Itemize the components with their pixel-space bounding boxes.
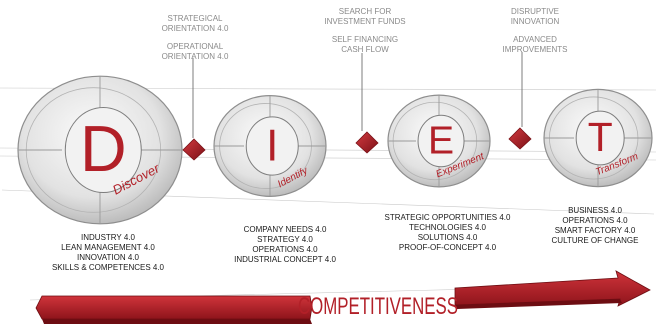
topic-item: INDUSTRIAL CONCEPT 4.0 (234, 255, 336, 264)
stage-letter: D (80, 113, 127, 185)
topic-item: BUSINESS 4.0 (568, 206, 622, 215)
stage-letter: T (588, 114, 613, 160)
transition-line: SELF FINANCING (331, 35, 399, 44)
stage-letter: E (428, 120, 454, 163)
topic-item: COMPANY NEEDS 4.0 (243, 225, 327, 234)
transition-line: ADVANCED (513, 35, 557, 44)
topic-item: SOLUTIONS 4.0 (417, 233, 478, 242)
topics-identify: COMPANY NEEDS 4.0 STRATEGY 4.0 OPERATION… (205, 225, 365, 265)
topic-item: OPERATIONS 4.0 (562, 216, 628, 225)
transition-marker-1 (182, 58, 206, 161)
transition-line: INNOVATION (510, 17, 560, 26)
topic-item: STRATEGY 4.0 (257, 235, 313, 244)
red-diamond (355, 131, 379, 154)
topics-experiment: STRATEGIC OPPORTUNITIES 4.0 TECHNOLOGIES… (375, 213, 520, 253)
topic-item: PROOF-OF-CONCEPT 4.0 (398, 243, 497, 252)
topic-item: SKILLS & COMPETENCES 4.0 (51, 263, 165, 272)
transition-label-2: SEARCH FOR INVESTMENT FUNDS SELF FINANCI… (310, 7, 420, 55)
topic-item: INNOVATION 4.0 (77, 253, 139, 262)
topic-item: CULTURE OF CHANGE (551, 236, 639, 245)
transition-line: ORIENTATION 4.0 (161, 52, 229, 61)
topic-item: STRATEGIC OPPORTUNITIES 4.0 (384, 213, 511, 222)
transition-marker-2 (355, 53, 379, 154)
transition-line: CASH FLOW (341, 45, 389, 54)
topic-item: LEAN MANAGEMENT 4.0 (61, 243, 155, 252)
transition-marker-3 (508, 52, 532, 150)
transition-label-3: DISRUPTIVE INNOVATION ADVANCED IMPROVEME… (485, 7, 585, 55)
transition-line: DISRUPTIVE (510, 7, 559, 16)
ring-hole (245, 116, 299, 176)
arrow-label: COMPETITIVENESS (298, 293, 458, 320)
transition-line: OPERATIONAL (166, 42, 224, 51)
diamonds-layer (182, 52, 532, 161)
transition-line: IMPROVEMENTS (502, 45, 568, 54)
topics-transform: BUSINESS 4.0 OPERATIONS 4.0 SMART FACTOR… (540, 206, 650, 246)
stage-letter: I (266, 121, 278, 170)
ring-hole (575, 110, 625, 166)
topic-item: TECHNOLOGIES 4.0 (409, 223, 486, 232)
transition-line: INVESTMENT FUNDS (324, 17, 406, 26)
red-diamond (508, 127, 532, 150)
competitiveness-arrow (35, 270, 651, 324)
transition-line: STRATEGICAL (167, 14, 223, 23)
topic-item: OPERATIONS 4.0 (252, 245, 318, 254)
topic-item: INDUSTRY 4.0 (81, 233, 135, 242)
transition-line: ORIENTATION 4.0 (161, 24, 229, 33)
red-diamond (182, 138, 206, 161)
topic-item: SMART FACTORY 4.0 (554, 226, 636, 235)
ring-hole (64, 106, 142, 194)
ring-hole (417, 114, 465, 168)
topics-discover: INDUSTRY 4.0 LEAN MANAGEMENT 4.0 INNOVAT… (18, 233, 198, 273)
transition-line: SEARCH FOR (338, 7, 392, 16)
transition-label-1: STRATEGICAL ORIENTATION 4.0 OPERATIONAL … (140, 14, 250, 62)
